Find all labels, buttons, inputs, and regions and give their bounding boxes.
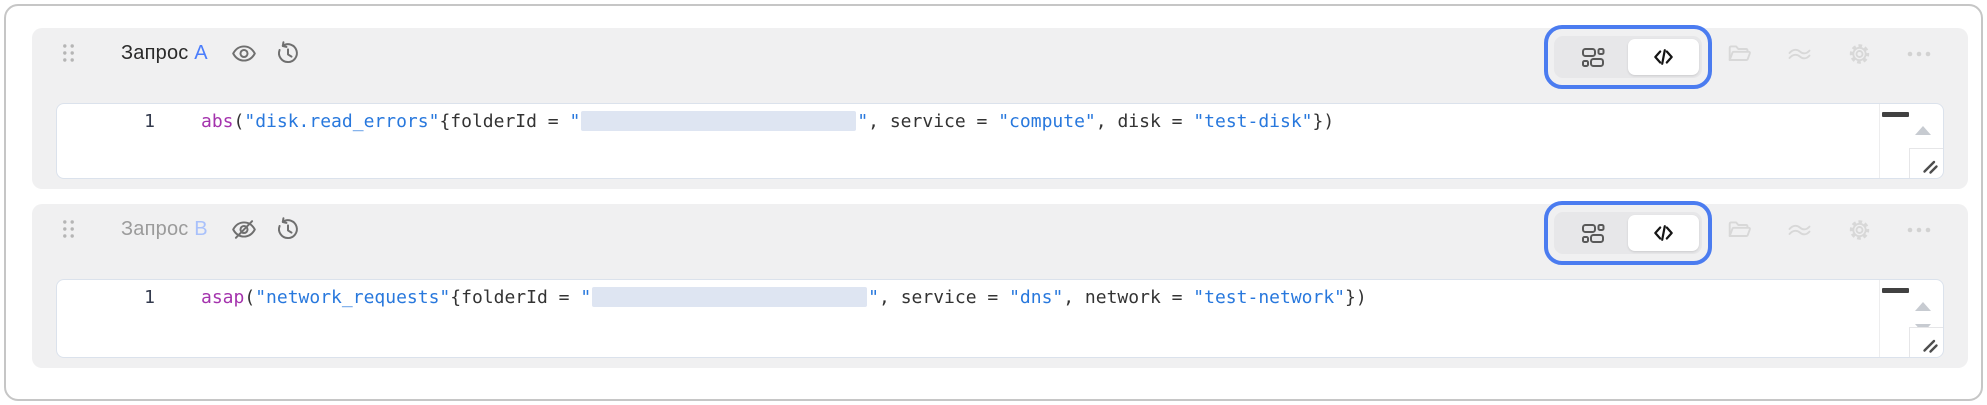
line-number: 1 [144,111,155,132]
redacted-value [592,286,868,307]
form-view-button[interactable] [1557,39,1628,75]
folder-icon [1728,221,1751,237]
code-token: , network = [1063,287,1194,308]
code-token: , disk = [1095,111,1194,132]
folder-button-disabled[interactable] [1724,39,1754,69]
code-token: asap [201,287,245,308]
view-mode-switcher [1554,36,1702,78]
history-icon [277,216,298,239]
toggle-visibility-button[interactable] [226,211,262,247]
query-title-text: Запрос [121,41,189,64]
query-history-button[interactable] [270,211,306,247]
settings-button-disabled[interactable] [1844,39,1874,69]
code-view-icon [1654,225,1673,241]
editor-body: 1 abs("disk.read_errors"{folderId = "", … [57,104,1943,134]
toggle-visibility-button[interactable] [226,35,262,71]
query-history-button[interactable] [270,35,306,71]
history-icon [277,40,298,63]
panel-actions [1724,215,1934,245]
code-token: " [857,111,869,132]
code-token: " [580,287,592,308]
editor-body: 1 asap("network_requests"{folderId = " ",… [57,280,1943,310]
drag-dots-icon [63,44,74,62]
drag-handle-icon[interactable] [61,217,81,241]
code-token: }) [1312,111,1335,132]
eye-slash-icon [232,219,256,239]
code-view-button[interactable] [1628,215,1699,251]
query-panel-b-header: Запрос B [32,204,1968,254]
ellipsis-icon [1907,51,1931,57]
code-token: {folderId = [439,111,570,132]
code-token: "dns" [1009,287,1064,308]
code-token: ( [233,111,245,132]
query-panel-a-header: Запрос A [32,28,1968,78]
code-token: "compute" [998,111,1096,132]
drag-dots-icon [63,220,74,238]
code-line[interactable]: asap("network_requests"{folderId = "", s… [165,286,1367,310]
code-token: " [569,111,581,132]
view-mode-switcher [1554,212,1702,254]
form-view-icon [1581,47,1604,67]
gear-icon [1849,220,1869,240]
form-view-icon [1581,223,1604,243]
code-token: , service = [868,111,999,132]
editor-resize-handle[interactable] [1909,148,1943,178]
query-title: Запрос B [121,218,208,241]
redacted-value [581,110,857,131]
code-token: "disk.read_errors" [244,111,440,132]
folder-icon [1728,45,1751,61]
query-title: Запрос A [121,42,208,65]
highlight-annotation [1544,25,1712,89]
scroll-up-arrow-icon[interactable] [1915,302,1931,311]
resize-grip-icon [1923,160,1938,174]
code-token: "test-disk" [1193,111,1313,132]
code-view-button[interactable] [1628,39,1699,75]
line-number: 1 [144,287,155,308]
settings-button-disabled[interactable] [1844,215,1874,245]
drag-handle-icon[interactable] [61,41,81,65]
waves-icon [1788,224,1810,236]
code-token: }) [1345,287,1367,308]
query-code-editor-b[interactable]: 1 asap("network_requests"{folderId = " ",… [56,279,1944,358]
scroll-up-arrow-icon[interactable] [1915,126,1931,135]
code-token: " [868,287,880,308]
waves-icon [1788,48,1810,60]
editor-resize-handle[interactable] [1909,327,1943,357]
widget-frame: Запрос A [4,4,1983,401]
query-panel-a: Запрос A [32,25,1968,189]
query-title-text: Запрос [121,217,189,240]
more-button-disabled[interactable] [1904,39,1934,69]
code-line[interactable]: abs("disk.read_errors"{folderId = "", se… [165,110,1334,134]
code-view-icon [1654,49,1673,65]
ellipsis-icon [1907,227,1931,233]
code-token: abs [201,111,234,132]
more-button-disabled[interactable] [1904,215,1934,245]
code-token: , service = [879,287,1010,308]
eye-icon [232,44,256,62]
gear-icon [1849,44,1869,64]
query-code-editor-a[interactable]: 1 abs("disk.read_errors"{folderId = "", … [56,103,1944,179]
levels-button-disabled[interactable] [1784,39,1814,69]
query-letter: A [194,41,208,64]
form-view-button[interactable] [1557,215,1628,251]
levels-button-disabled[interactable] [1784,215,1814,245]
scrollbar-thumb[interactable] [1882,288,1909,293]
code-token: "network_requests" [255,287,451,308]
code-token: ( [244,287,256,308]
code-token: {folderId = [450,287,581,308]
scrollbar-thumb[interactable] [1882,112,1909,117]
query-letter: B [194,217,208,240]
folder-button-disabled[interactable] [1724,215,1754,245]
query-panel-b: Запрос B [32,201,1968,368]
resize-grip-icon [1923,339,1938,353]
code-token: "test-network" [1193,287,1346,308]
panel-actions [1724,39,1934,69]
